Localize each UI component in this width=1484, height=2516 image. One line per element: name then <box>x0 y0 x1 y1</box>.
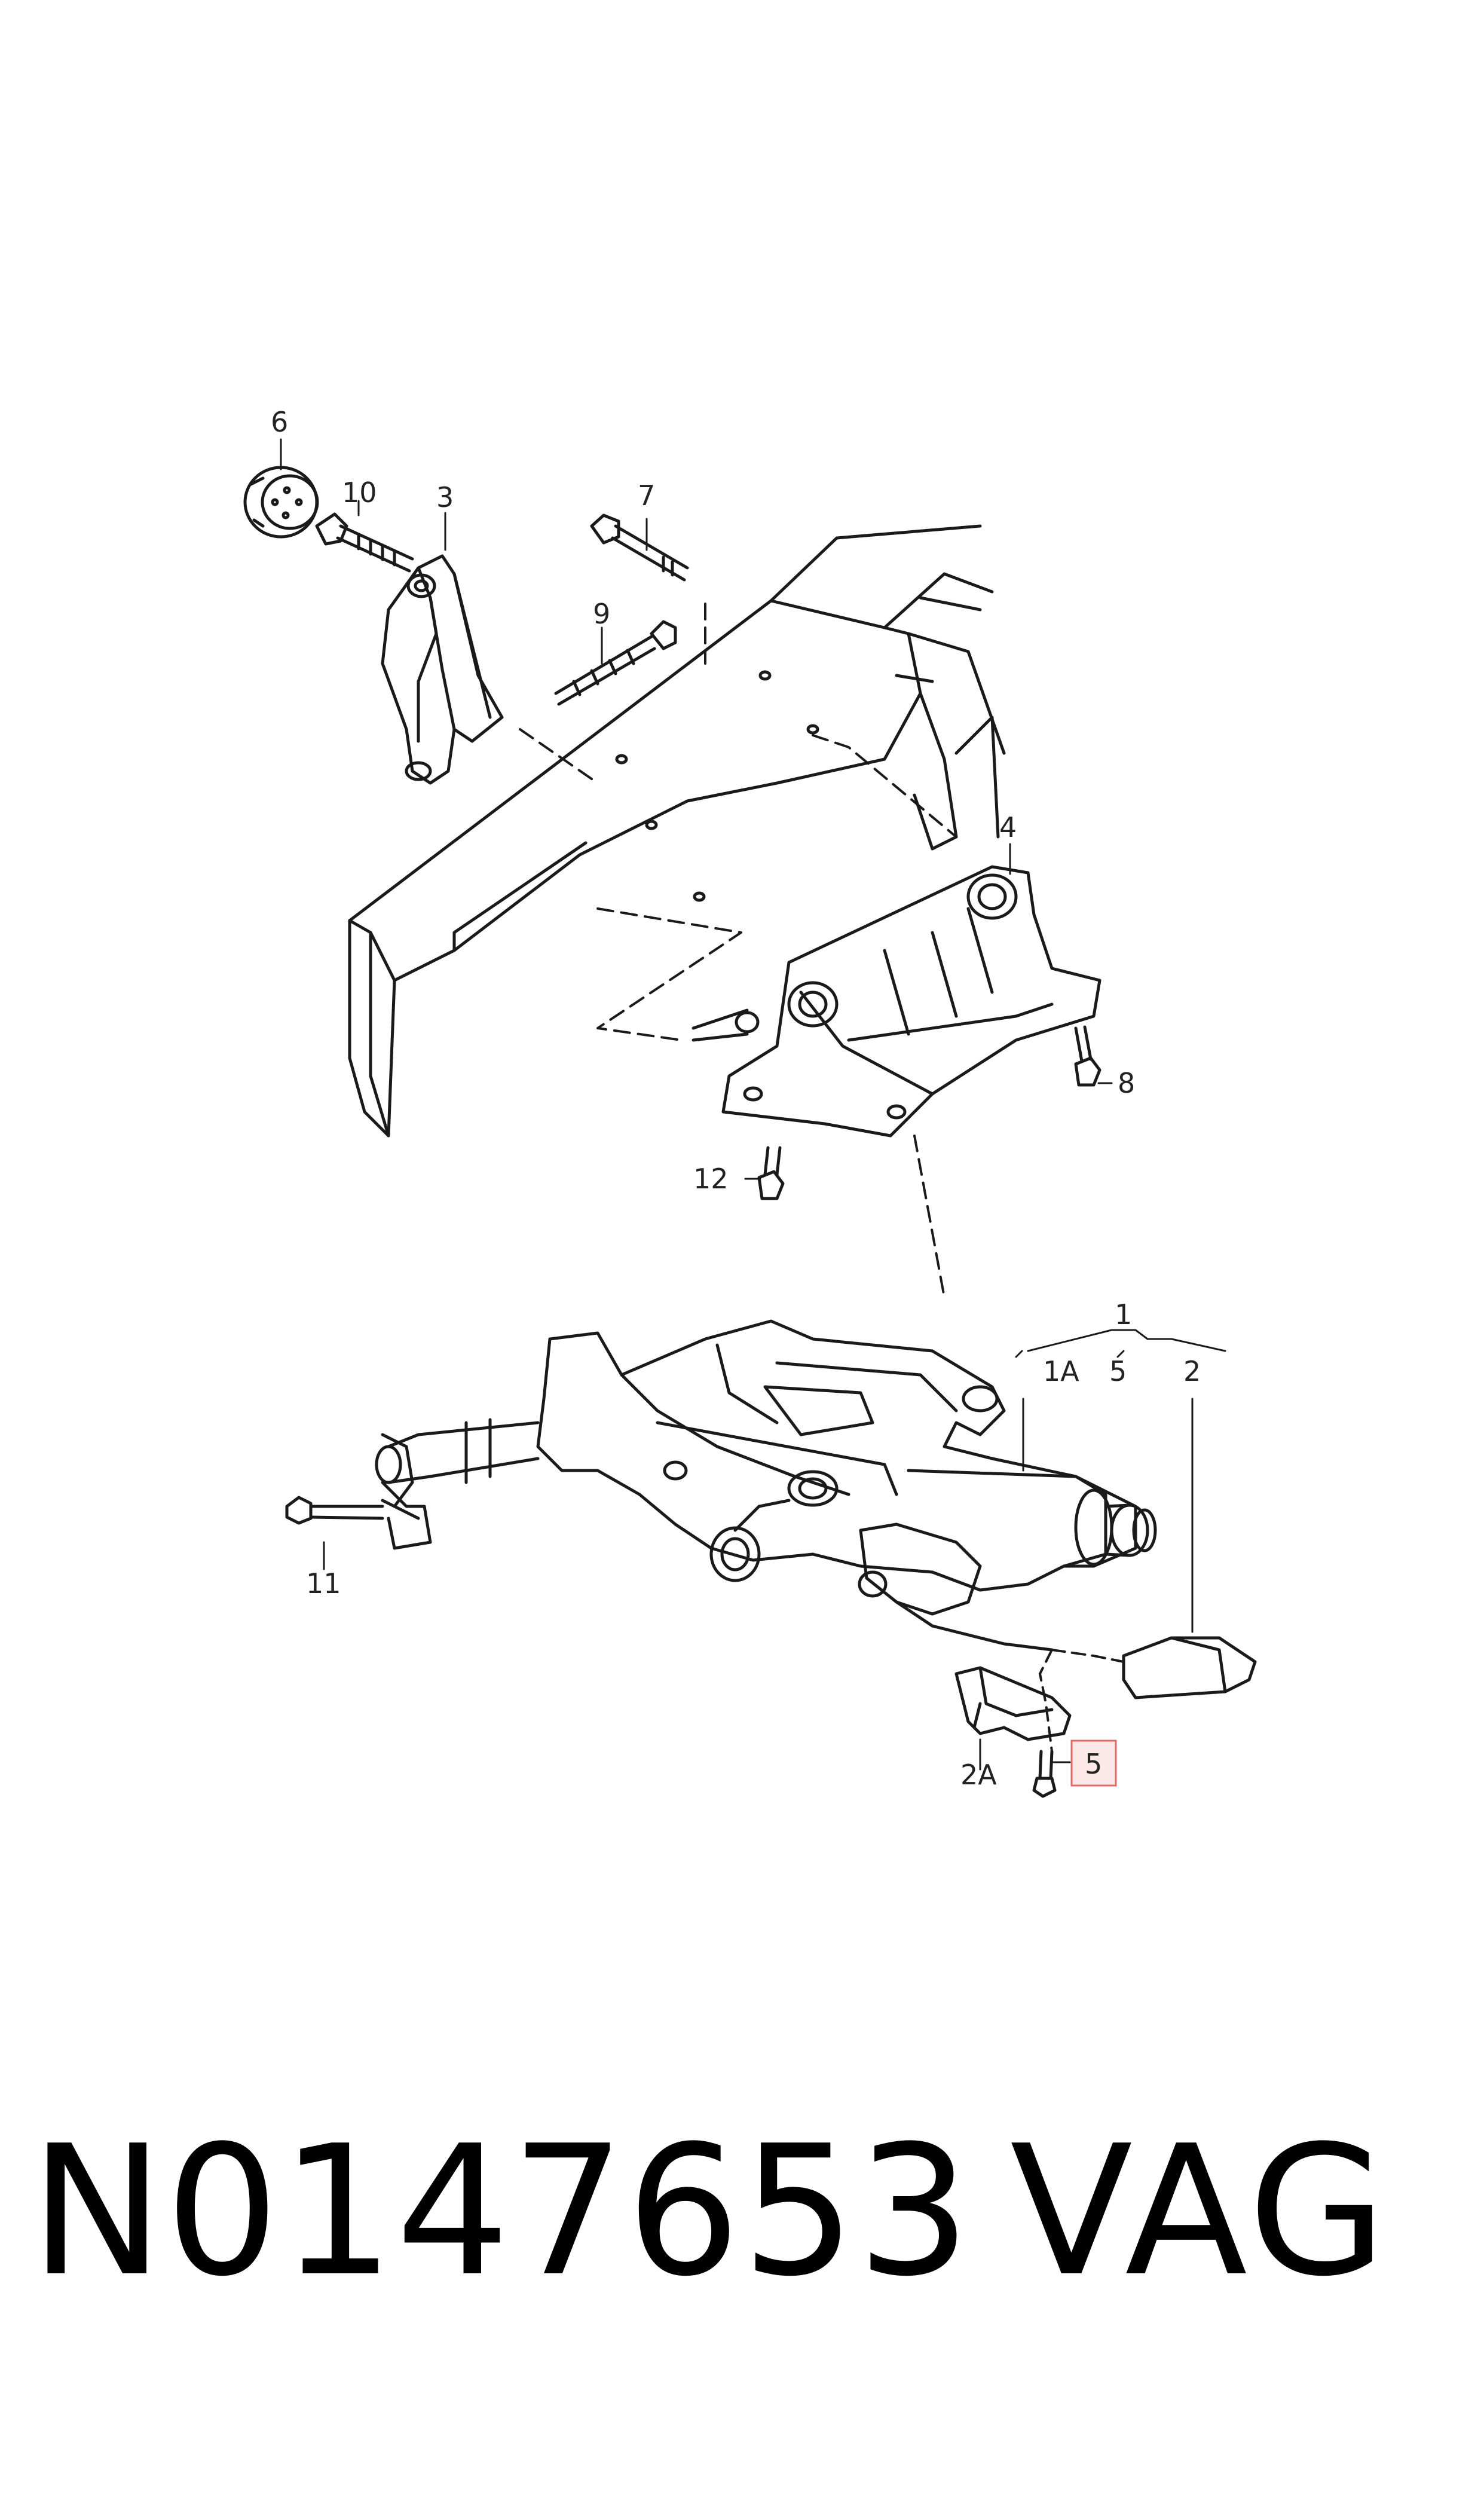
callout-10: 10 <box>342 476 377 509</box>
callout-4: 4 <box>999 811 1017 843</box>
bolt-part-12 <box>757 1146 785 1200</box>
callout-2: 2 <box>1183 1355 1201 1387</box>
callout-12: 12 <box>693 1163 729 1195</box>
callout-5-highlighted: 5 <box>1085 1748 1102 1780</box>
highlight-box <box>1070 1740 1117 1787</box>
callout-7: 7 <box>638 479 655 512</box>
callout-9: 9 <box>593 598 610 630</box>
assembly-lines-column <box>1039 1649 1125 1753</box>
callout-3: 3 <box>436 481 454 513</box>
bracket-part-3 <box>381 554 504 785</box>
callout-2a: 2A <box>960 1759 997 1791</box>
cover-part-2 <box>1122 1636 1257 1699</box>
callout-5-top: 5 <box>1109 1355 1127 1387</box>
lever-part-2a <box>954 1666 1072 1741</box>
bolt-part-11 <box>285 1496 384 1525</box>
cross-member-beam <box>348 524 1006 1138</box>
screw-part-5 <box>1032 1750 1057 1798</box>
steering-column-part-1 <box>375 1319 1157 1652</box>
bolt-part-9 <box>554 620 677 706</box>
brand-name: VAG <box>1010 2107 1391 2316</box>
bolt-part-8 <box>1074 1025 1101 1087</box>
bushing-part-6 <box>243 466 319 539</box>
bolt-part-7 <box>590 513 689 582</box>
part-number: N0147653 <box>30 2107 972 2316</box>
callout-8: 8 <box>1118 1067 1135 1099</box>
callout-1a: 1A <box>1043 1355 1079 1387</box>
bolt-part-10 <box>315 512 414 573</box>
assembly-lines-beam <box>519 603 957 1298</box>
callout-11: 11 <box>306 1567 341 1600</box>
upper-bracket-part-4 <box>691 865 1101 1138</box>
callout-6: 6 <box>271 406 288 438</box>
callout-1: 1 <box>1115 1298 1132 1331</box>
leader-lines <box>280 438 1226 1771</box>
